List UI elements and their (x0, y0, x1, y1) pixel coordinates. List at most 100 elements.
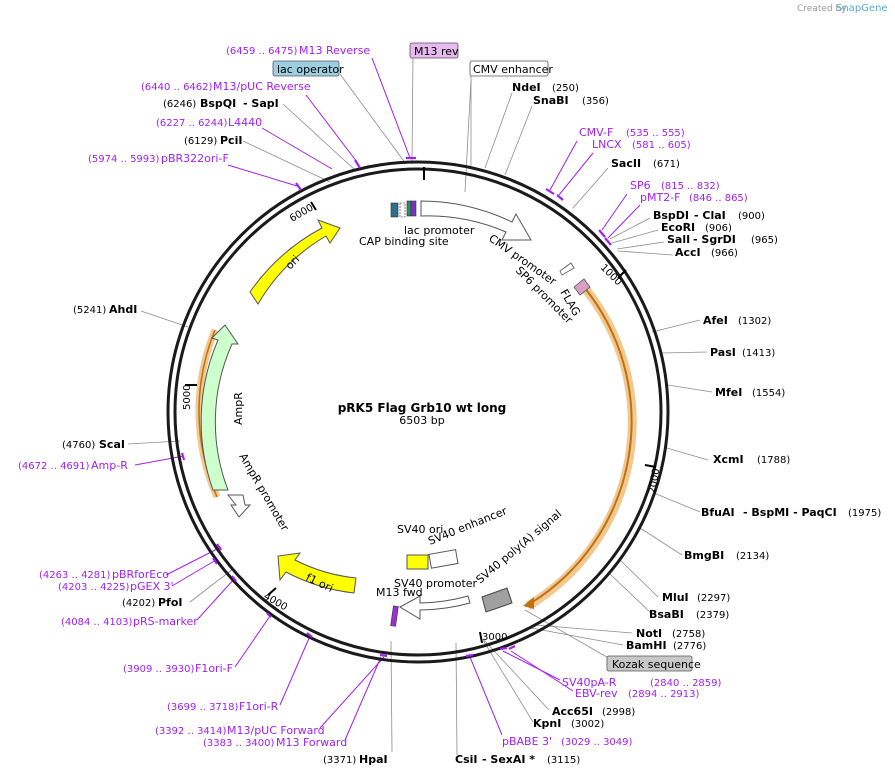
primer-f1ori-r-range: (3699 .. 3718) (167, 702, 239, 713)
backbone-inner (173, 167, 663, 657)
enzyme-hpai-pos: (3371) (323, 755, 356, 766)
enzyme-bsabi-pos: (2379) (696, 610, 729, 621)
ampr-label: AmpR (232, 392, 245, 425)
primer-amp-r-range: (4672 .. 4691) (18, 461, 90, 472)
primer-lncx: LNCX (592, 138, 622, 151)
enzyme-csii-alt: - SexAI * (482, 753, 535, 766)
enzyme-noti: NotI (636, 627, 662, 640)
enzyme-mfei: MfeI (715, 386, 742, 399)
enzyme-bamhi: BamHI (626, 639, 667, 652)
brand-created-by: Created by (797, 4, 847, 14)
kozak-box (606, 655, 693, 672)
primer-m13puc-forward-range: (3392 .. 3414) (155, 726, 227, 737)
snapgene-logo: SnapGene (836, 3, 888, 14)
lac-operator-box-label: lac operator (277, 63, 344, 76)
enzyme-hpai: HpaI (359, 753, 388, 766)
primer-m13-reverse: M13 Reverse (299, 44, 370, 57)
primer-lncx-range: (581 .. 605) (632, 140, 691, 151)
sv40-promoter-label: SV40 promoter (394, 577, 478, 590)
enzyme-afei-pos: (1302) (738, 316, 771, 327)
enzyme-xcmi-pos: (1788) (757, 455, 790, 466)
enzyme-mfei-pos: (1554) (752, 388, 785, 399)
primer-m13puc-reverse: M13/pUC Reverse (213, 80, 311, 93)
enzyme-pasi-pos: (1413) (742, 348, 775, 359)
sp6-promoter-feature (559, 262, 575, 276)
primer-cmv-f: CMV-F (579, 126, 613, 139)
enzyme-acci-pos: (966) (711, 248, 738, 259)
enzyme-xcmi: XcmI (713, 453, 744, 466)
enzyme-bfuai: BfuAI (701, 506, 735, 519)
primer-f1ori-f-range: (3909 .. 3930) (123, 664, 195, 675)
primer-pbrforeco: pBRforEco (112, 568, 169, 581)
enzyme-bfuai-alt: - BspMI - PaqCI (743, 506, 837, 519)
enzyme-bfuai-pos: (1975) (848, 508, 881, 519)
enzyme-pcii: PciI (220, 134, 242, 147)
lac-promoter-feature (406, 200, 412, 217)
enzyme-pcii-pos: (6129) (184, 136, 217, 147)
enzyme-sacii-pos: (671) (653, 159, 680, 170)
tick-3000: 3000 (482, 632, 507, 643)
plasmid-length: 6503 bp (399, 414, 444, 427)
enzyme-acci: AccI (675, 246, 701, 259)
enzyme-bamhi-pos: (2776) (673, 641, 706, 652)
primer-leader-lines (134, 57, 641, 741)
enzyme-csii: CsiI (455, 753, 477, 766)
enzyme-bspqi-alt: - SapI (243, 97, 279, 110)
sv40-polya-feature (481, 587, 513, 613)
enzyme-leader-lines (127, 55, 713, 756)
cmv-promoter-feature (420, 200, 532, 241)
flag-feature (573, 278, 591, 296)
primer-pmt2-f: pMT2-F (640, 191, 681, 204)
primer-cmv-f-range: (535 .. 555) (626, 128, 685, 139)
enzyme-csii-pos: (3115) (547, 755, 580, 766)
enzyme-bsabi: BsaBI (649, 608, 684, 621)
enzyme-kpni-pos: (3002) (571, 719, 604, 730)
enzyme-ndei-pos: (250) (552, 83, 579, 94)
primer-pbr322ori-f-range: (5974 .. 5993) (88, 154, 160, 165)
m13-rev-box-label: M13 rev (414, 45, 459, 58)
primer-pbrforeco-range: (4263 .. 4281) (39, 570, 111, 581)
grb10-insert-halo (525, 284, 637, 610)
enzyme-ahdi-pos: (5241) (73, 305, 106, 316)
enzyme-ndei: NdeI (512, 81, 541, 94)
lac-operator-box (272, 60, 340, 77)
primer-prs-marker-range: (4084 .. 4103) (61, 617, 133, 628)
sv40-promoter-feature (398, 595, 471, 620)
enzyme-scai-pos: (4760) (62, 440, 95, 451)
cmv-enhancer-box-label: CMV enhancer (473, 63, 553, 76)
enzyme-bspqi: BspQI (200, 97, 236, 110)
enzyme-afei: AfeI (703, 314, 728, 327)
grb10-insert-arc (530, 286, 633, 604)
ampr-promoter-label: AmpR promoter (236, 451, 291, 534)
enzyme-pasi: PasI (710, 346, 736, 359)
enzyme-bspdi-pos: (900) (738, 211, 765, 222)
m13-fwd-label: M13 fwd (376, 586, 423, 599)
primer-labels: (6459 .. 6475) M13 Reverse (6440 .. 6462… (18, 44, 748, 749)
enzyme-bspdi: BspDI (653, 209, 689, 222)
primer-sp6-range: (815 .. 832) (661, 181, 720, 192)
sv40-ori-label: SV40 ori (397, 523, 443, 536)
primer-pgex3-range: (4203 .. 4225) (58, 582, 130, 593)
primer-amp-r: Amp-R (91, 459, 128, 472)
enzyme-bspdi-alt: - ClaI (694, 209, 726, 222)
primer-m13-forward: M13 Forward (276, 736, 347, 749)
ori-feature (249, 219, 341, 305)
tick-marks (185, 167, 657, 644)
enzyme-acc65i-pos: (2998) (602, 707, 635, 718)
primer-sp6: SP6 (630, 179, 651, 192)
primer-pbr322ori-f: pBR322ori-F (161, 152, 229, 165)
primer-m13-forward-range: (3383 .. 3400) (203, 738, 275, 749)
enzyme-kpni: KpnI (533, 717, 561, 730)
tick-2000: 2000 (647, 468, 662, 495)
enzyme-sali: SalI (667, 233, 690, 246)
enzyme-sacii: SacII (611, 157, 641, 170)
primer-sv40pa-r-range: (2840 .. 2859) (650, 678, 722, 689)
cap-binding-feature (390, 202, 399, 218)
backbone-outer (166, 160, 670, 664)
enzyme-mlui: MluI (662, 591, 689, 604)
primer-l4440: L4440 (228, 116, 262, 129)
primer-sv40pa-r: SV40pA-R (562, 676, 617, 689)
primer-f1ori-r: F1ori-R (239, 700, 279, 713)
m13-rev-feature (410, 200, 417, 217)
